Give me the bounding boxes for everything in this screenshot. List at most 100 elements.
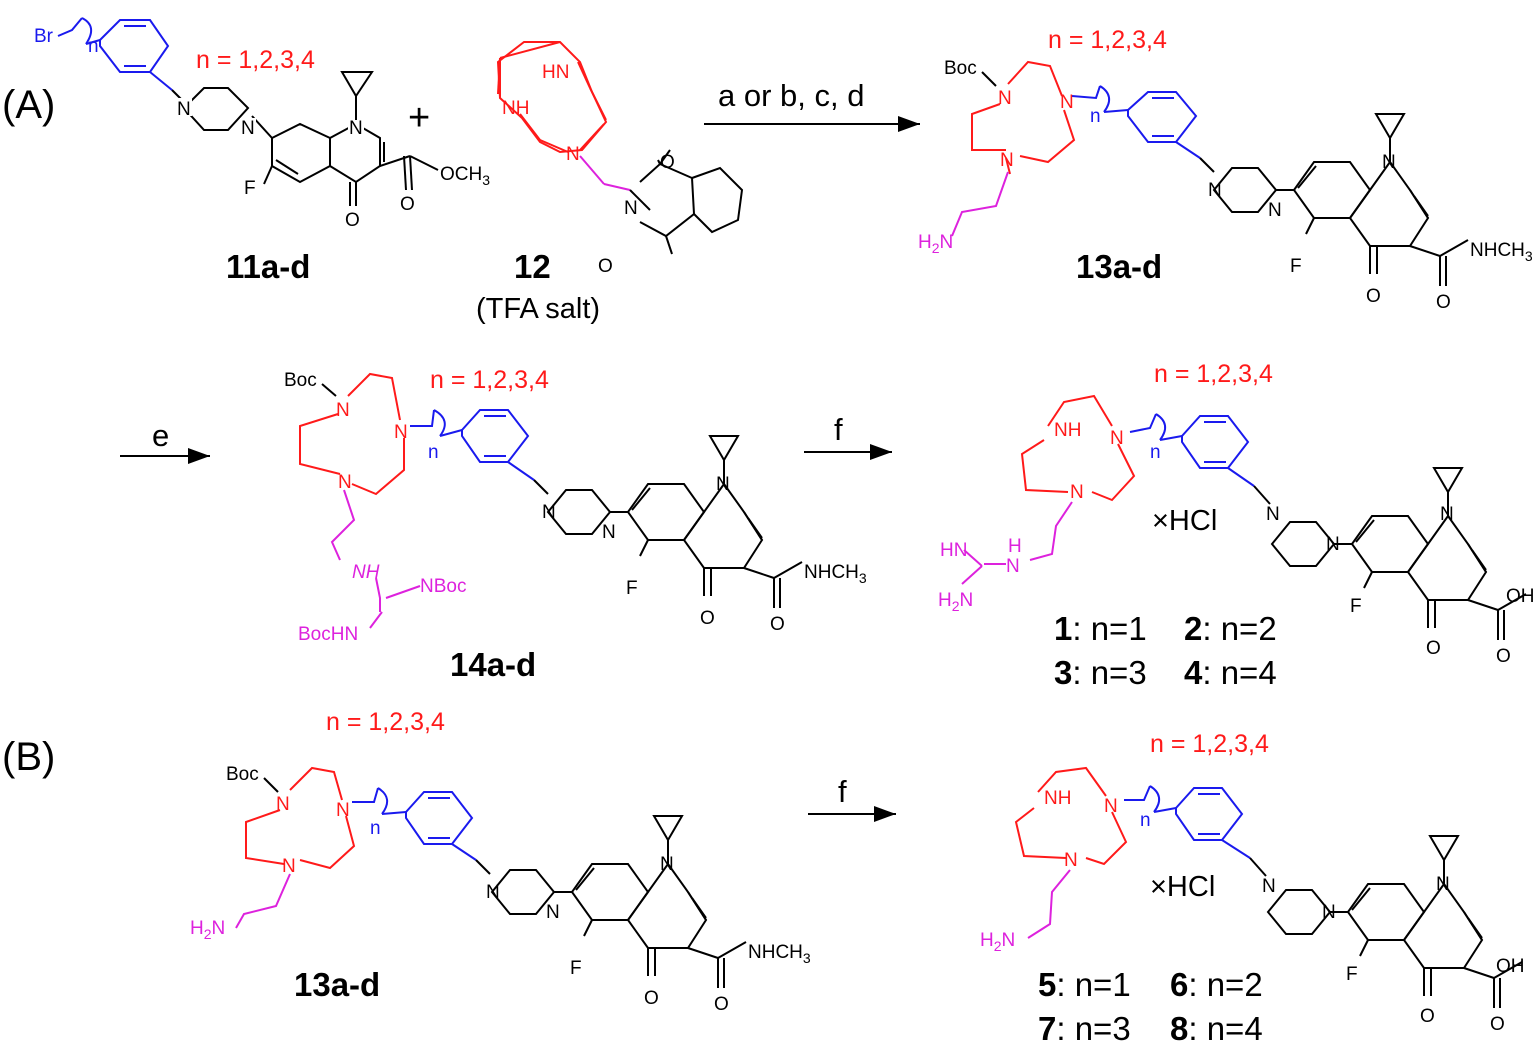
- atom-n: N: [1322, 902, 1336, 923]
- atom-f: F: [244, 178, 256, 199]
- atom-o: O: [700, 608, 715, 629]
- atom-n: N: [624, 198, 638, 219]
- atom-n: N: [1266, 504, 1280, 525]
- atom-nh: NH: [352, 562, 380, 583]
- atom-o: O: [644, 988, 659, 1009]
- salt-label-b: ×HCl: [1150, 871, 1215, 903]
- atom-n: N: [1064, 850, 1078, 871]
- atom-nhch3: NHCH3: [748, 942, 811, 966]
- atom-n: N: [1060, 92, 1074, 113]
- atom-h: H: [1008, 536, 1022, 557]
- product-label: 4: n=4: [1184, 654, 1277, 691]
- atom-n: N: [338, 472, 352, 493]
- atom-n: N: [241, 118, 255, 139]
- plus-sign: +: [408, 97, 430, 139]
- compound-label-11: 11a-d: [226, 248, 310, 285]
- atom-n: N: [1440, 504, 1454, 525]
- atom-f: F: [1346, 964, 1358, 985]
- atom-o: O: [1490, 1014, 1505, 1035]
- atom-n-index: n: [428, 442, 439, 463]
- compound-label-14: 14a-d: [450, 646, 536, 683]
- atom-n: N: [276, 794, 290, 815]
- atom-f: F: [1290, 256, 1302, 277]
- atom-n-index: n: [370, 818, 381, 839]
- atom-h2n: H2N: [980, 930, 1015, 954]
- atom-o: O: [1366, 286, 1381, 307]
- atom-n: N: [1262, 876, 1276, 897]
- atom-n: N: [716, 474, 730, 495]
- atom-n: N: [336, 400, 350, 421]
- n-note-11: n = 1,2,3,4: [196, 46, 315, 74]
- atom-n-index: n: [1150, 442, 1161, 463]
- atom-o: O: [345, 210, 360, 231]
- compound-14-structure: Boc N N N n NH NBoc BocHN: [284, 370, 867, 645]
- atom-o: O: [1426, 638, 1441, 659]
- atom-o: O: [714, 994, 729, 1015]
- product-list-a: 1: n=1 2: n=2 3: n=3 4: n=4: [1054, 610, 1277, 691]
- atom-oh: OH: [1496, 956, 1525, 977]
- atom-n: N: [1326, 534, 1340, 555]
- atom-o: O: [1420, 1006, 1435, 1027]
- atom-o: O: [1436, 292, 1451, 313]
- atom-n: N: [282, 856, 296, 877]
- atom-o: O: [660, 152, 675, 173]
- atom-n: N: [1382, 152, 1396, 173]
- atom-boc: Boc: [226, 764, 259, 785]
- atom-n: N: [394, 422, 408, 443]
- atom-nh: NH: [1054, 420, 1081, 441]
- atom-h2n: H2N: [918, 232, 953, 256]
- atom-nh: NH: [1044, 788, 1071, 809]
- atom-n: N: [1268, 200, 1282, 221]
- atom-hn-guanidine: HN: [940, 540, 967, 561]
- atom-n: N: [546, 902, 560, 923]
- salt-label-a: ×HCl: [1152, 505, 1217, 537]
- product-label: 8: n=4: [1170, 1010, 1263, 1047]
- atom-n: N: [177, 99, 191, 120]
- compound-13-structure: Boc N N N n H2N N N N F: [918, 58, 1533, 313]
- atom-n: N: [1436, 874, 1450, 895]
- atom-h2n: H2N: [938, 590, 973, 614]
- atom-br: Br: [34, 26, 54, 47]
- atom-hn: HN: [542, 62, 569, 83]
- atom-n-index: n: [1140, 810, 1151, 831]
- atom-nhch3: NHCH3: [804, 562, 867, 586]
- atom-o: O: [1496, 646, 1511, 667]
- products-5-8-structure: NH N N n H2N N N N F O O OH: [980, 766, 1525, 1035]
- panel-label-a: (A): [2, 83, 55, 127]
- atom-nhch3: NHCH3: [1470, 240, 1533, 264]
- product-label: 5: n=1: [1038, 966, 1131, 1003]
- atom-boc: Boc: [944, 58, 977, 79]
- product-label: 6: n=2: [1170, 966, 1263, 1003]
- atom-och3: OCH3: [440, 164, 490, 188]
- atom-n: N: [1000, 150, 1014, 171]
- atom-oh: OH: [1506, 586, 1535, 607]
- n-note-13b: n = 1,2,3,4: [326, 708, 445, 736]
- atom-h2n: H2N: [190, 918, 225, 942]
- atom-n: N: [566, 144, 580, 165]
- atom-n: N: [486, 882, 500, 903]
- n-note-13: n = 1,2,3,4: [1048, 26, 1167, 54]
- compound-13b-structure: Boc N N N n H2N N N N F O: [190, 764, 811, 1015]
- atom-n: N: [1208, 180, 1222, 201]
- atom-nh: NH: [502, 98, 529, 119]
- atom-n: N: [602, 522, 616, 543]
- atom-n: N: [1104, 796, 1118, 817]
- product-label: 1: n=1: [1054, 610, 1147, 647]
- atom-n-index: n: [1090, 106, 1101, 127]
- atom-n: N: [336, 800, 350, 821]
- atom-f: F: [570, 958, 582, 979]
- reagent-step3: f: [834, 412, 843, 447]
- atom-n: N: [1006, 556, 1020, 577]
- reagent-step2: e: [152, 418, 169, 453]
- compound-11-structure: Br n N N N F O O OCH3: [34, 17, 490, 231]
- compound-note-12: (TFA salt): [476, 293, 600, 325]
- atom-n: N: [349, 118, 363, 139]
- compound-label-13: 13a-d: [1076, 248, 1162, 285]
- reagent-step4: f: [838, 774, 847, 809]
- atom-n-index: n: [88, 36, 99, 57]
- compound-label-13b: 13a-d: [294, 966, 380, 1003]
- atom-boc: Boc: [284, 370, 317, 391]
- n-note-14: n = 1,2,3,4: [430, 366, 549, 394]
- atom-o: O: [598, 256, 613, 277]
- atom-n: N: [1110, 428, 1124, 449]
